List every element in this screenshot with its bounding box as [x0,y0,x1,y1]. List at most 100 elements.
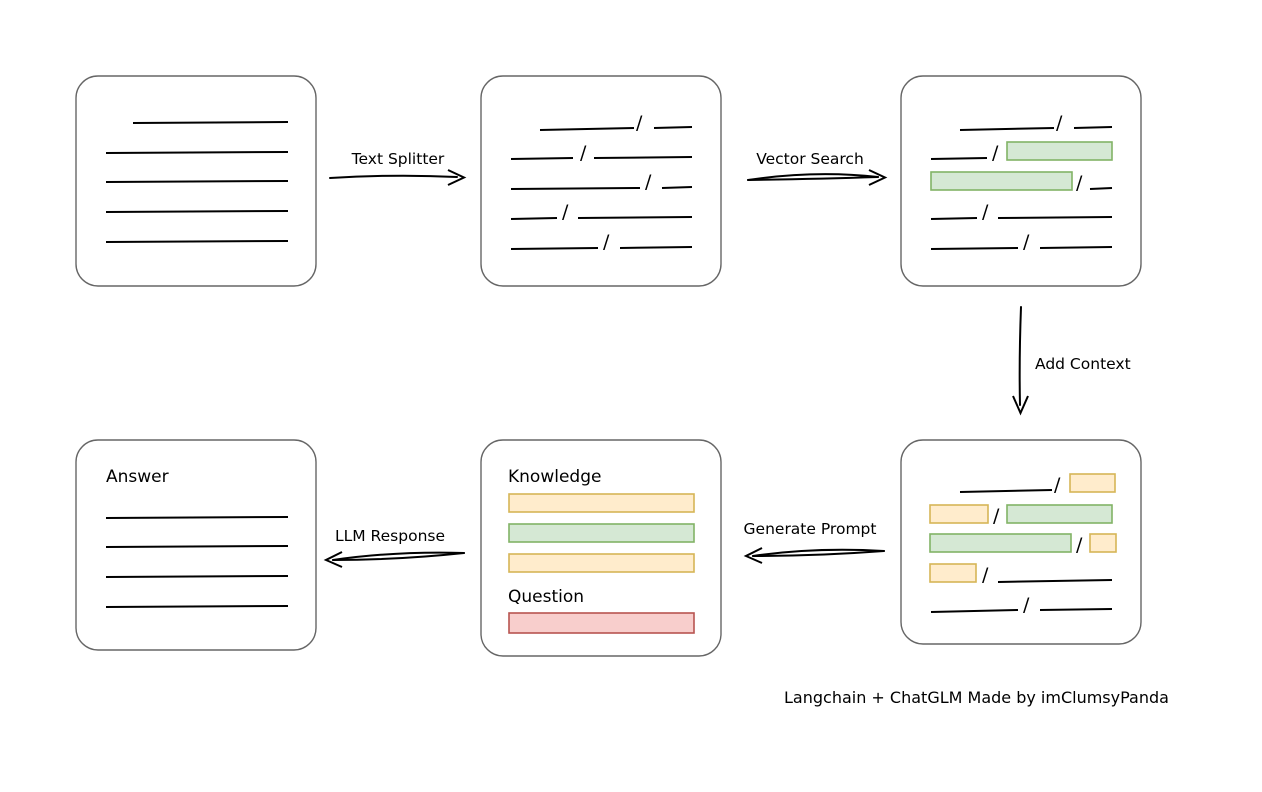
credit-label: Langchain + ChatGLM Made by imClumsyPand… [784,688,1169,707]
highlight-chip-yellow [1089,533,1117,553]
knowledge-bar-green [508,523,695,543]
slash-separator: / [645,171,652,193]
text-rule [959,489,1053,493]
text-rule [1089,187,1113,190]
highlight-chip-green [930,171,1073,191]
context-chunks-node[interactable]: / / / / / [900,439,1142,645]
text-rule [577,216,693,219]
knowledge-label: Knowledge [508,467,601,487]
text-rule [510,217,558,220]
text-rule [930,247,1019,250]
text-rule [930,609,1019,613]
edge-vector-search-label: Vector Search [756,150,864,168]
knowledge-bars [508,493,695,573]
highlight-chip-yellow [929,504,989,524]
split-chunks-card[interactable] [480,75,722,287]
text-rule [510,247,599,250]
slash-separator: / [1054,474,1061,496]
split-chunks-node[interactable]: / / / / / [480,75,722,287]
slash-separator: / [993,505,1000,527]
text-rule [619,246,693,249]
arrow-head-down-icon [1012,395,1029,416]
highlight-chip-green [929,533,1072,553]
edge-llm-response-line [332,551,465,561]
matched-chunks-lines: / / / / / [930,112,1113,253]
source-document-node[interactable] [75,75,317,287]
text-rule [997,579,1113,583]
slash-separator: / [1056,112,1063,134]
text-rule [132,121,289,124]
text-rule [1039,246,1113,249]
edge-add-context: Add Context [1012,306,1131,416]
slash-separator: / [982,201,989,223]
text-rule [105,180,289,183]
slash-separator: / [636,112,643,134]
arrow-head-left-icon [743,547,763,564]
text-rule [593,156,693,159]
matched-chunks-node[interactable]: / / / / / [900,75,1142,287]
text-rule [105,210,289,213]
knowledge-bar-yellow [508,493,695,513]
text-rule [105,545,289,548]
prompt-node[interactable]: Knowledge Question [480,439,722,657]
edge-generate-prompt: Generate Prompt [743,520,885,564]
text-rule [105,605,289,608]
edge-vector-search: Vector Search [747,150,888,186]
edge-text-splitter-label: Text Splitter [351,150,445,168]
slash-separator: / [562,201,569,223]
answer-node[interactable]: Answer [75,439,317,651]
text-rule [997,216,1113,219]
text-rule [1073,126,1113,129]
text-rule [105,240,289,243]
arrow-head-right-icon [868,169,888,186]
edge-generate-prompt-line-2 [752,550,885,557]
text-rule [105,516,289,519]
slash-separator: / [1076,534,1083,556]
answer-card[interactable] [75,439,317,651]
text-rule [653,126,693,129]
highlight-chip-green [1006,141,1113,161]
edge-text-splitter-line [329,174,458,179]
edge-llm-response: LLM Response [323,527,465,568]
question-bars [508,612,695,634]
slash-separator: / [1023,231,1030,253]
answer-label: Answer [106,467,169,487]
edge-llm-response-label: LLM Response [335,527,445,545]
context-chunks-lines: / / / / / [929,473,1117,616]
text-rule [105,575,289,578]
text-rule [930,217,978,220]
edge-vector-search-line [747,173,879,181]
text-rule [510,187,641,190]
edge-text-splitter: Text Splitter [329,150,467,186]
highlight-chip-green [1006,504,1113,524]
slash-separator: / [603,231,610,253]
text-rule [105,151,289,154]
source-document-lines [105,121,289,243]
highlight-chip-yellow [929,563,977,583]
text-rule [539,127,635,131]
edge-generate-prompt-label: Generate Prompt [744,520,877,538]
text-rule [510,157,574,160]
text-rule [930,157,988,160]
highlight-chip-yellow [1069,473,1116,493]
edge-add-context-label: Add Context [1035,355,1131,373]
knowledge-bar-yellow [508,553,695,573]
text-rule [661,186,693,189]
arrow-head-left-icon [323,551,343,568]
split-chunks-lines: / / / / / [510,112,693,253]
slash-separator: / [1023,594,1030,616]
slash-separator: / [1076,172,1083,194]
slash-separator: / [580,142,587,164]
edge-add-context-line [1018,306,1022,406]
edge-generate-prompt-line [752,548,885,557]
slash-separator: / [992,142,999,164]
answer-lines [105,516,289,608]
text-rule [959,127,1055,131]
question-bar-red [508,612,695,634]
edge-vector-search-line-2 [747,176,879,181]
arrow-head-right-icon [447,169,467,186]
slash-separator: / [982,564,989,586]
question-label: Question [508,587,584,607]
